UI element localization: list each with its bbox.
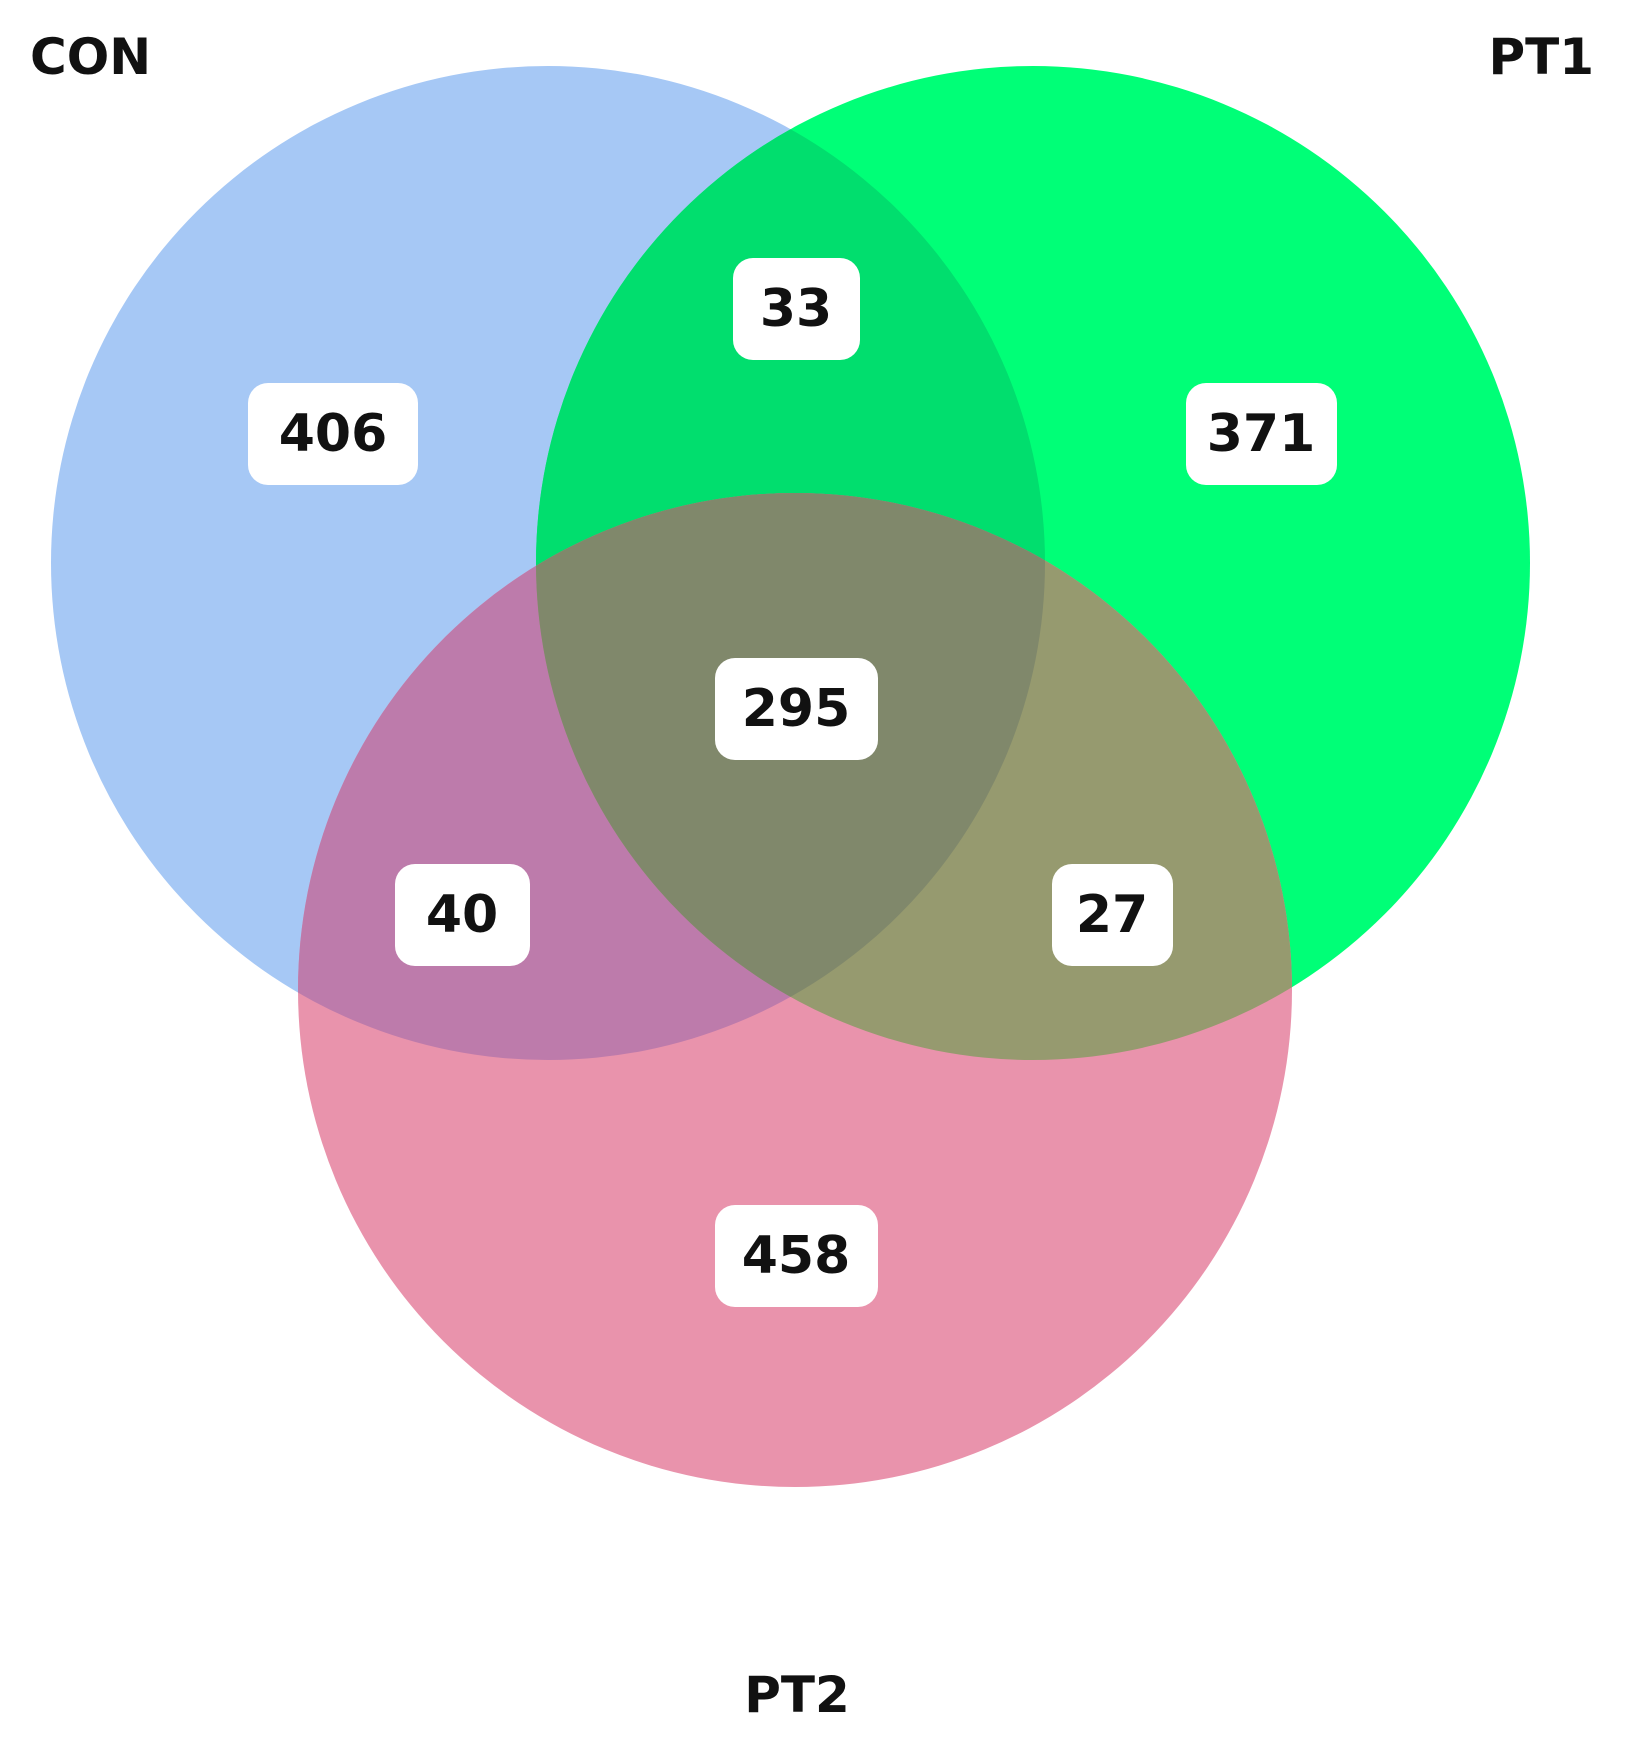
svg-text:40: 40: [426, 885, 498, 945]
svg-text:295: 295: [742, 679, 851, 739]
svg-text:27: 27: [1076, 885, 1148, 945]
count-con-only: 406: [248, 383, 418, 485]
count-con-pt1: 33: [733, 258, 860, 360]
svg-text:406: 406: [279, 404, 388, 464]
count-con-pt2: 40: [395, 864, 530, 966]
svg-text:371: 371: [1207, 404, 1316, 464]
count-pt1-only: 371: [1186, 383, 1337, 485]
count-pt1-pt2: 27: [1052, 864, 1173, 966]
svg-text:458: 458: [742, 1226, 851, 1286]
svg-text:33: 33: [760, 279, 832, 339]
con-label: CON: [30, 28, 151, 86]
pt2-label: PT2: [744, 1666, 850, 1724]
count-pt2-only: 458: [715, 1205, 878, 1307]
count-all-three: 295: [715, 658, 878, 760]
pt1-label: PT1: [1488, 28, 1594, 86]
